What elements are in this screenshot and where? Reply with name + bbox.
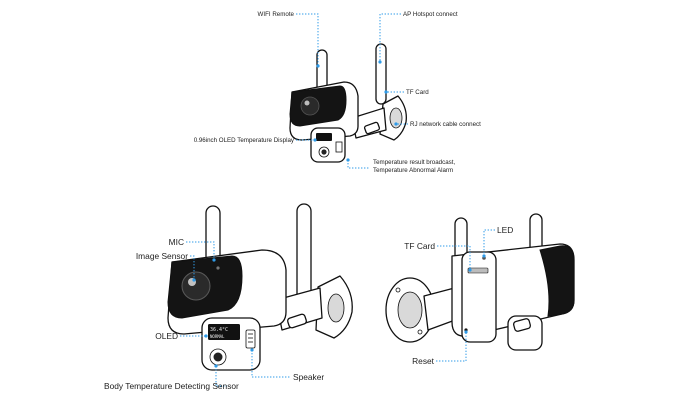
front-oled-screen [208,324,240,340]
label-temp-broadcast-2: Temperature Abnormal Alarm [373,167,453,174]
rear-lens-housing [539,245,575,317]
rear-camera [385,213,575,351]
rear-panel [461,251,497,343]
label-body-temp-sensor: Body Temperature Detecting Sensor [104,381,239,391]
labels: WIFI Remote AP Hotspot connect TF Card R… [104,11,513,391]
label-tf-card-top: TF Card [406,89,429,96]
label-tf-card-rear: TF Card [404,241,435,251]
label-reset: Reset [412,356,435,366]
top-lens [300,96,320,116]
front-camera: 36.4°C NORMAL [167,203,353,371]
top-oled-screen [316,133,332,141]
label-speaker: Speaker [293,372,324,382]
label-temp-broadcast-1: Temperature result broadcast, [373,159,455,166]
label-ap-hotspot: AP Hotspot connect [403,11,458,18]
leader-lines [180,13,495,387]
top-camera [289,43,407,163]
top-antenna-right [375,43,387,105]
label-wifi-remote: WIFI Remote [258,11,295,18]
image-sensor-lens [181,271,211,301]
oled-status: NORMAL [210,334,225,339]
label-image-sensor: Image Sensor [136,251,188,261]
speaker-grille [245,329,256,349]
label-rj-network: RJ network cable connect [410,121,481,128]
label-oled: OLED [155,331,178,341]
label-mic: MIC [169,237,184,247]
mic-hole [216,266,220,270]
label-oled-display: 0.96inch OLED Temperature Display [194,137,295,144]
tf-card-slot [467,267,489,274]
oled-reading: 36.4°C [210,327,228,333]
label-led: LED [497,225,513,235]
